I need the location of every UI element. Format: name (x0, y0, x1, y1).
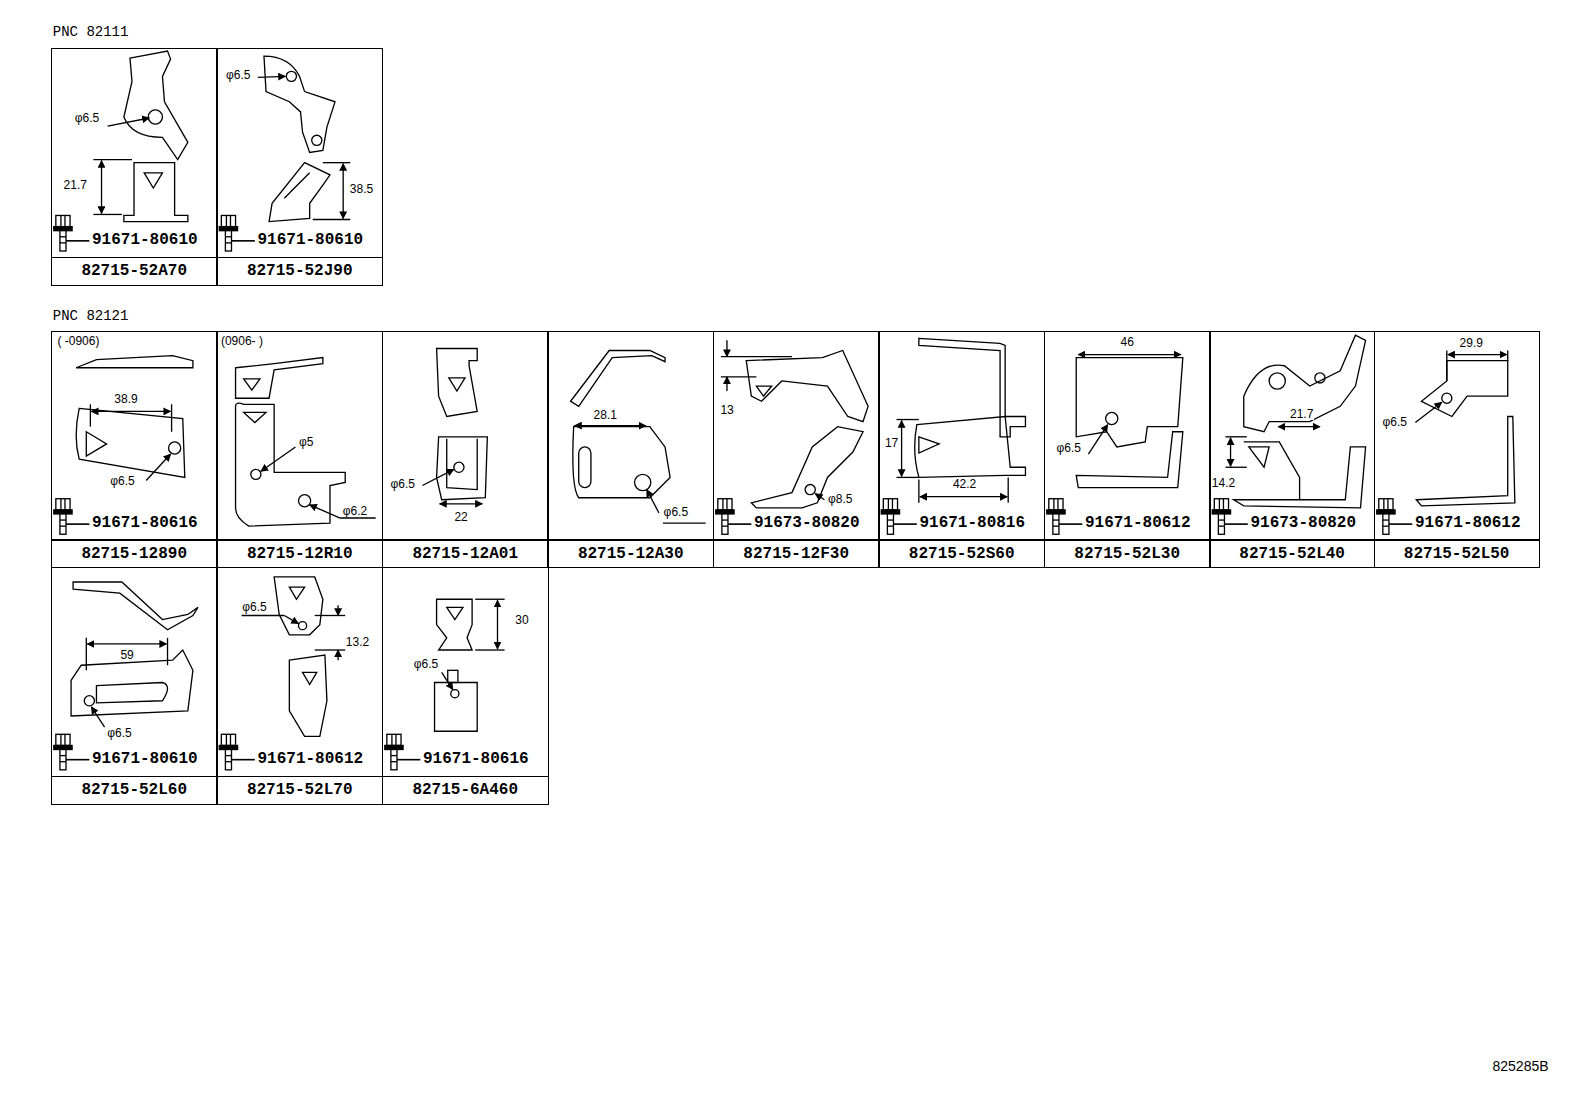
dimension-label: φ6.5 (109, 475, 135, 487)
bolt-part-number: 91671-80612 (257, 751, 363, 767)
part-number: 82715-52L40 (1239, 545, 1345, 563)
part-number-cell: 82715-52L40 (1209, 539, 1375, 568)
part-number-cell: 82715-52L30 (1044, 539, 1211, 568)
dimension-label: 42.2 (952, 478, 977, 490)
part-number-cell: 82715-52J90 (216, 257, 383, 286)
part-number: 82715-52L70 (247, 781, 353, 799)
part-number: 82715-12R10 (247, 545, 353, 563)
illustration-cell: 29.9 φ6.5 91671-80612 (1374, 331, 1540, 541)
bolt-part-number: 91671-80616 (423, 751, 529, 767)
part-number-cell: 82715-12890 (51, 539, 218, 568)
part-number-cell: 82715-12A30 (547, 539, 714, 568)
bolt-part-number: 91671-80816 (919, 515, 1025, 531)
part-number-cell: 82715-52L60 (51, 776, 218, 805)
dimension-label: φ6.5 (1056, 442, 1082, 454)
bolt-part-number: 91671-80610 (92, 232, 198, 248)
illustration-cell: (0906- ) φ5 φ6.2 (216, 331, 383, 541)
part-number: 82715-52L60 (81, 781, 187, 799)
dimension-label: φ6.5 (1381, 416, 1407, 428)
dimension-label: 59 (119, 649, 134, 661)
dimension-label: 13 (719, 404, 734, 416)
dimension-label: φ6.5 (74, 112, 100, 124)
dimension-label: φ6.5 (241, 601, 267, 613)
dimension-label: 38.9 (113, 393, 138, 405)
illustration-cell: φ6.5 22 (382, 331, 549, 541)
part-number: 82715-52L50 (1404, 545, 1510, 563)
illustration-cell: 28.1 φ6.5 (547, 331, 714, 541)
dimension-label: 21.7 (63, 179, 88, 191)
part-number-cell: 82715-52L50 (1374, 539, 1540, 568)
dimension-label: φ6.5 (106, 727, 132, 739)
illustration-cell: ( -0906) 38.9 φ6.5 91671-80616 (51, 331, 218, 541)
illustration-cell: 21.7 14.2 91673-80820 (1209, 331, 1375, 541)
bolt-part-number: 91673-80820 (1250, 515, 1356, 531)
dimension-label: 21.7 (1289, 408, 1314, 420)
illustration-cell: φ6.5 13.2 91671-80612 (216, 567, 383, 778)
part-number-cell: 82715-52L70 (216, 776, 383, 805)
diagram-code: 825285B (1493, 1059, 1549, 1073)
illustration-cell: 13 φ8.5 91673-80820 (713, 331, 880, 541)
part-number-cell: 82715-52A70 (51, 257, 218, 286)
dimension-label: 22 (453, 511, 468, 523)
dimension-label: 17 (884, 437, 899, 449)
dimension-label: 38.5 (349, 183, 374, 195)
part-number: 82715-12A01 (412, 545, 518, 563)
dimension-label: 14.2 (1211, 477, 1236, 489)
part-number: 82715-52L30 (1074, 545, 1180, 563)
part-number: 82715-52J90 (247, 262, 353, 280)
part-number: 82715-52A70 (81, 262, 187, 280)
dimension-label: 46 (1119, 336, 1134, 348)
date-range: (0906- ) (220, 335, 264, 347)
dimension-label: 28.1 (593, 409, 618, 421)
dimension-label: φ6.5 (389, 478, 415, 490)
dimension-label: φ6.2 (342, 505, 368, 517)
illustration-cell: 59 φ6.5 91671-80610 (51, 567, 218, 778)
part-number-cell: 82715-12A01 (382, 539, 549, 568)
bolt-part-number: 91671-80612 (1085, 515, 1191, 531)
part-number-cell: 82715-12R10 (216, 539, 383, 568)
illustration-cell: 46 φ6.5 91671-80612 (1044, 331, 1211, 541)
part-number: 82715-52S60 (909, 545, 1015, 563)
bolt-part-number: 91671-80616 (92, 515, 198, 531)
date-range: ( -0906) (56, 335, 100, 347)
bolt-part-number: 91671-80610 (92, 751, 198, 767)
bolt-part-number: 91673-80820 (754, 515, 860, 531)
illustration-cell: φ6.5 21.7 91671-80610 (51, 48, 218, 259)
illustration-cell: 17 42.2 91671-80816 (878, 331, 1045, 541)
part-number: 82715-12A30 (578, 545, 684, 563)
part-number-cell: 82715-6A460 (382, 776, 549, 805)
illustration-cell: φ6.5 38.5 91671-80610 (216, 48, 383, 259)
bolt-part-number: 91671-80610 (257, 232, 363, 248)
part-number-cell: 82715-12F30 (713, 539, 880, 568)
dimension-label: φ5 (298, 436, 314, 448)
dimension-label: φ8.5 (827, 493, 853, 505)
part-number: 82715-12F30 (743, 545, 849, 563)
pnc-heading: PNC 82111 (53, 25, 129, 39)
part-number: 82715-12890 (81, 545, 187, 563)
dimension-label: φ6.5 (225, 69, 251, 81)
part-number-cell: 82715-52S60 (878, 539, 1045, 568)
dimension-label: 13.2 (345, 636, 370, 648)
illustration-cell: 30 φ6.5 91671-80616 (382, 567, 549, 778)
dimension-label: φ6.5 (413, 658, 439, 670)
bolt-part-number: 91671-80612 (1415, 515, 1521, 531)
dimension-label: φ6.5 (663, 506, 689, 518)
dimension-label: 29.9 (1459, 337, 1484, 349)
part-number: 82715-6A460 (412, 781, 518, 799)
dimension-label: 30 (514, 614, 529, 626)
pnc-heading: PNC 82121 (53, 309, 129, 323)
